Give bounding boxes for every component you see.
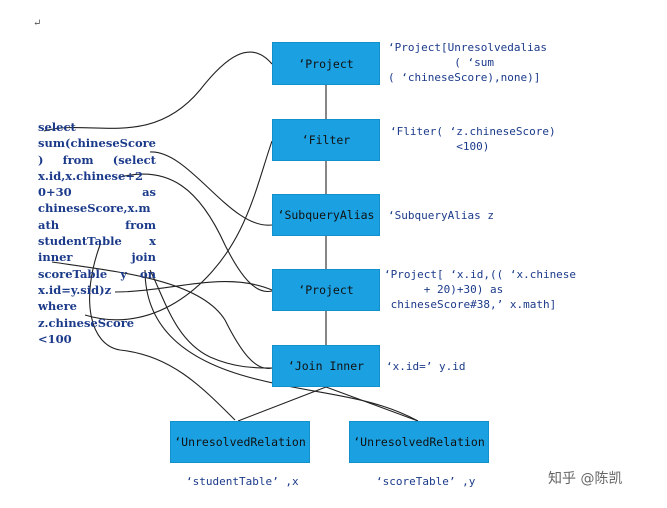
- sql-line: 0+30 as: [38, 185, 156, 200]
- node-project-top: ‘Project: [272, 42, 380, 85]
- note-relation-left: ‘studentTable’ ,x: [186, 475, 299, 488]
- sql-line: scoreTable y on: [38, 266, 156, 281]
- note-filter: ‘Fliter( ‘z.chineseScore) <100): [390, 125, 556, 153]
- sql-line: x.id=y.sid)z: [38, 282, 112, 297]
- sql-line: z.chineseScore: [38, 315, 135, 330]
- edge-join-left: [237, 386, 327, 422]
- curve-sid-to-project: [114, 281, 273, 293]
- node-relation-right: ‘UnresolvedRelation: [349, 421, 489, 463]
- curve-where-to-filter: [84, 140, 273, 321]
- sql-line: inner join: [38, 250, 156, 265]
- note-project-mid: ‘Project[ ‘x.id,(( ‘x.chinese + 20)+30) …: [384, 268, 577, 311]
- note-subquery-alias: ‘SubqueryAlias z: [388, 209, 494, 222]
- edge-join-right: [325, 386, 419, 422]
- watermark: 知乎 @陈凯: [548, 471, 623, 487]
- sql-line: ath from: [38, 217, 156, 232]
- node-project-mid: ‘Project: [272, 269, 380, 311]
- node-subquery-alias: ‘SubqueryAlias: [272, 194, 380, 236]
- curve-inner-to-join: [51, 261, 273, 369]
- curve-chinese-to-project: [119, 173, 273, 293]
- return-mark: ↵: [33, 18, 42, 29]
- sql-line: <100: [38, 331, 72, 346]
- sql-line: where: [38, 299, 77, 314]
- note-join-inner: ‘x.id=’ y.id: [386, 360, 466, 373]
- node-join-inner: ‘Join Inner: [272, 345, 380, 387]
- curve-scoretable-to-right: [144, 269, 419, 422]
- curve-studenttable-to-left: [89, 244, 236, 421]
- node-filter: ‘Filter: [272, 119, 380, 161]
- curve-on-to-join: [149, 269, 273, 369]
- node-relation-left: ‘UnresolvedRelation: [170, 421, 310, 463]
- curve-from-to-subquery: [149, 151, 273, 226]
- sql-line: studentTable x: [38, 234, 156, 249]
- sql-line: sum(chineseScore: [38, 136, 156, 151]
- sql-line: select: [38, 120, 76, 134]
- sql-line: ) from (select: [38, 152, 156, 167]
- sql-line: x.id,x.chinese+2: [38, 168, 143, 183]
- sql-line: chineseScore,x.m: [38, 201, 151, 216]
- note-relation-right: ‘scoreTable’ ,y: [376, 475, 476, 488]
- curve-sum-to-project: [43, 51, 273, 132]
- note-project-top: ‘Project[Unresolvedalias ( ‘sum ( ‘chine…: [388, 41, 547, 84]
